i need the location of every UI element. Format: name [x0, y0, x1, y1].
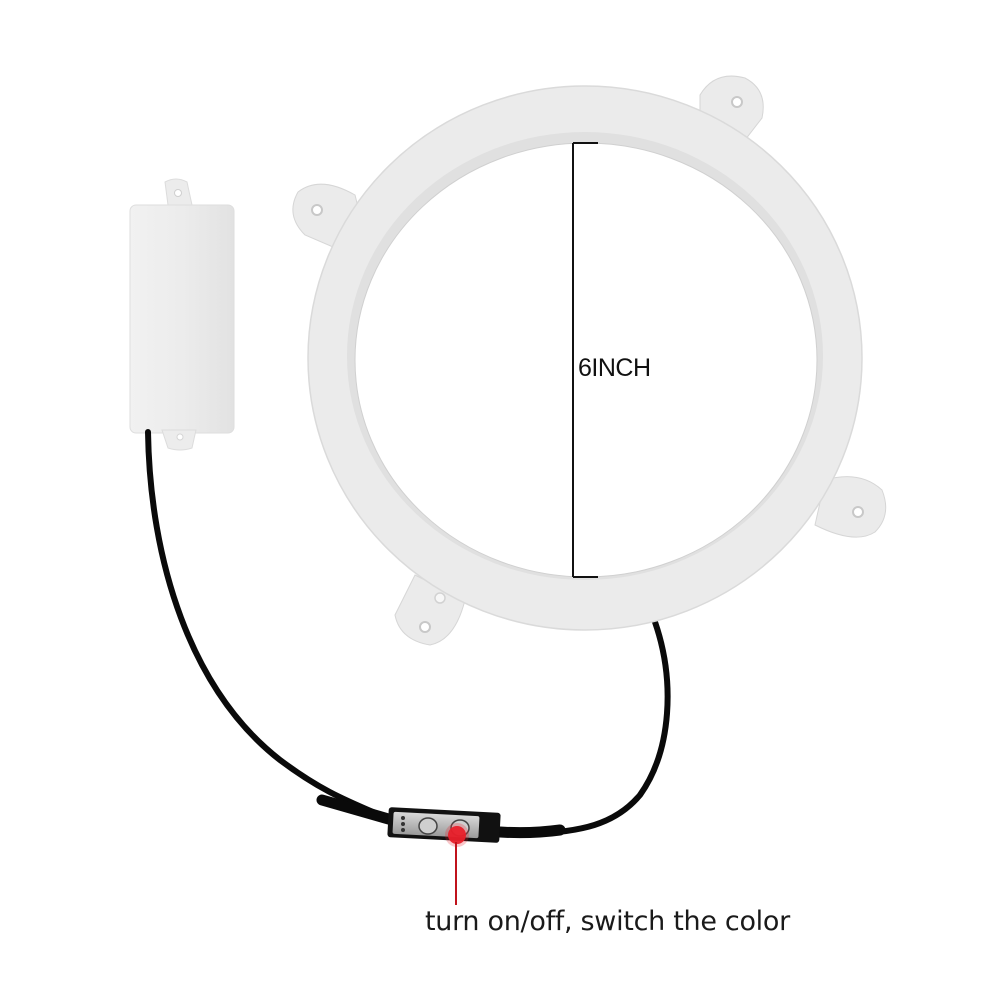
- dimension-label: 6INCH: [578, 354, 651, 382]
- inline-controller: [387, 807, 501, 843]
- cable-right: [527, 619, 671, 837]
- driver-box: [129, 178, 235, 451]
- dimension-marker: [572, 142, 598, 578]
- annotation-caption: turn on/off, switch the color: [425, 906, 790, 937]
- ring-light: [307, 85, 863, 631]
- mount-tab-bottom-right: [814, 476, 887, 538]
- cable-left: [145, 429, 383, 818]
- power-button-highlight: [448, 826, 466, 844]
